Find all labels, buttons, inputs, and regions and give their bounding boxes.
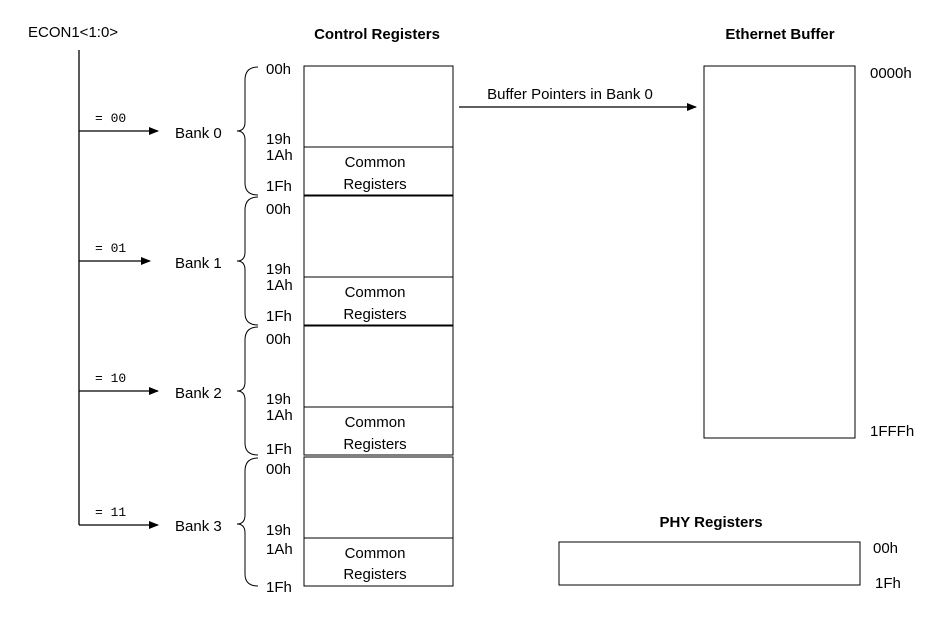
ethernet-buffer-start-address: 0000h [870, 65, 912, 82]
common-registers-box [303, 537, 454, 587]
address-end-specific: 19h [266, 131, 291, 148]
common-registers-label-line1: Common [345, 284, 406, 301]
common-registers-label-line1: Common [345, 545, 406, 562]
bank-group-1: = 01 Bank 1 Common Registers 00h 19h 1Ah… [79, 195, 454, 326]
phy-registers-start-address: 00h [873, 540, 898, 557]
bank-brace [236, 66, 259, 196]
phy-registers-end-address: 1Fh [875, 575, 901, 592]
bank-label: Bank 1 [175, 255, 222, 272]
address-end-specific: 19h [266, 391, 291, 408]
phy-registers-box [558, 541, 861, 586]
bank-group-3: = 11 Bank 3 Common Registers 00h 19h 1Ah… [79, 456, 454, 596]
bank-label: Bank 0 [175, 125, 222, 142]
address-start: 00h [266, 461, 291, 478]
address-start: 00h [266, 61, 291, 78]
address-end-specific: 19h [266, 522, 291, 539]
common-registers-label-line2: Registers [343, 566, 406, 583]
ethernet-buffer-box [703, 65, 856, 439]
buffer-pointers-label: Buffer Pointers in Bank 0 [487, 86, 653, 103]
bank-brace [236, 457, 259, 587]
bank-select-value: = 01 [95, 241, 126, 256]
ethernet-buffer-end-address: 1FFFh [870, 423, 914, 440]
common-registers-box [303, 276, 454, 326]
common-registers-box [303, 146, 454, 196]
common-registers-label-line2: Registers [343, 436, 406, 453]
bank-group-0: = 00 Bank 0 Common Registers 00h 19h 1Ah… [79, 61, 454, 196]
address-end: 1Fh [266, 441, 292, 458]
bank-select-value: = 00 [95, 111, 126, 126]
bank-label: Bank 2 [175, 385, 222, 402]
common-registers-box [303, 406, 454, 456]
control-registers-header: Control Registers [314, 26, 440, 43]
common-registers-label-line1: Common [345, 154, 406, 171]
address-end: 1Fh [266, 579, 292, 596]
address-end-specific: 19h [266, 261, 291, 278]
address-common-start: 1Ah [266, 541, 293, 558]
bank-label: Bank 3 [175, 518, 222, 535]
bank-select-value: = 10 [95, 371, 126, 386]
bank-specific-registers-box [303, 195, 454, 278]
common-registers-label-line2: Registers [343, 306, 406, 323]
bank-specific-registers-box [303, 325, 454, 408]
address-end: 1Fh [266, 178, 292, 195]
bank-brace [236, 196, 259, 326]
address-start: 00h [266, 201, 291, 218]
bank-specific-registers-box [303, 456, 454, 539]
address-start: 00h [266, 331, 291, 348]
address-common-start: 1Ah [266, 277, 293, 294]
address-common-start: 1Ah [266, 407, 293, 424]
address-end: 1Fh [266, 308, 292, 325]
bank-group-2: = 10 Bank 2 Common Registers 00h 19h 1Ah… [79, 325, 454, 458]
common-registers-label-line2: Registers [343, 176, 406, 193]
econ1-label: ECON1<1:0> [28, 24, 118, 41]
bank-specific-registers-box [303, 65, 454, 148]
bank-brace [236, 326, 259, 456]
address-common-start: 1Ah [266, 147, 293, 164]
common-registers-label-line1: Common [345, 414, 406, 431]
phy-registers-header: PHY Registers [659, 514, 762, 531]
ethernet-buffer-header: Ethernet Buffer [725, 26, 834, 43]
bank-select-value: = 11 [95, 505, 126, 520]
